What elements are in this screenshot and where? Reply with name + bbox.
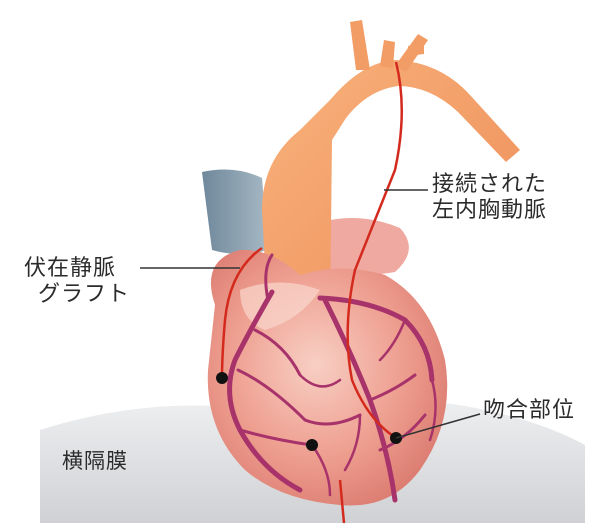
label-internal-mammary-artery: 接続された 左内胸動脈 — [432, 172, 547, 224]
label-ima-line1: 接続された — [432, 172, 547, 198]
label-svg-line2: グラフト — [24, 282, 130, 308]
label-ima-line2: 左内胸動脈 — [432, 198, 547, 224]
label-anastomosis-site: 吻合部位 — [483, 398, 575, 424]
label-svg-line1: 伏在静脈 — [24, 256, 130, 282]
label-saphenous-vein-graft: 伏在静脈 グラフト — [24, 256, 130, 308]
anastomosis-dot-2 — [306, 439, 318, 451]
anastomosis-dot-1 — [216, 372, 228, 384]
vena-cava-shape — [202, 170, 268, 254]
label-diaphragm: 横隔膜 — [62, 448, 128, 474]
